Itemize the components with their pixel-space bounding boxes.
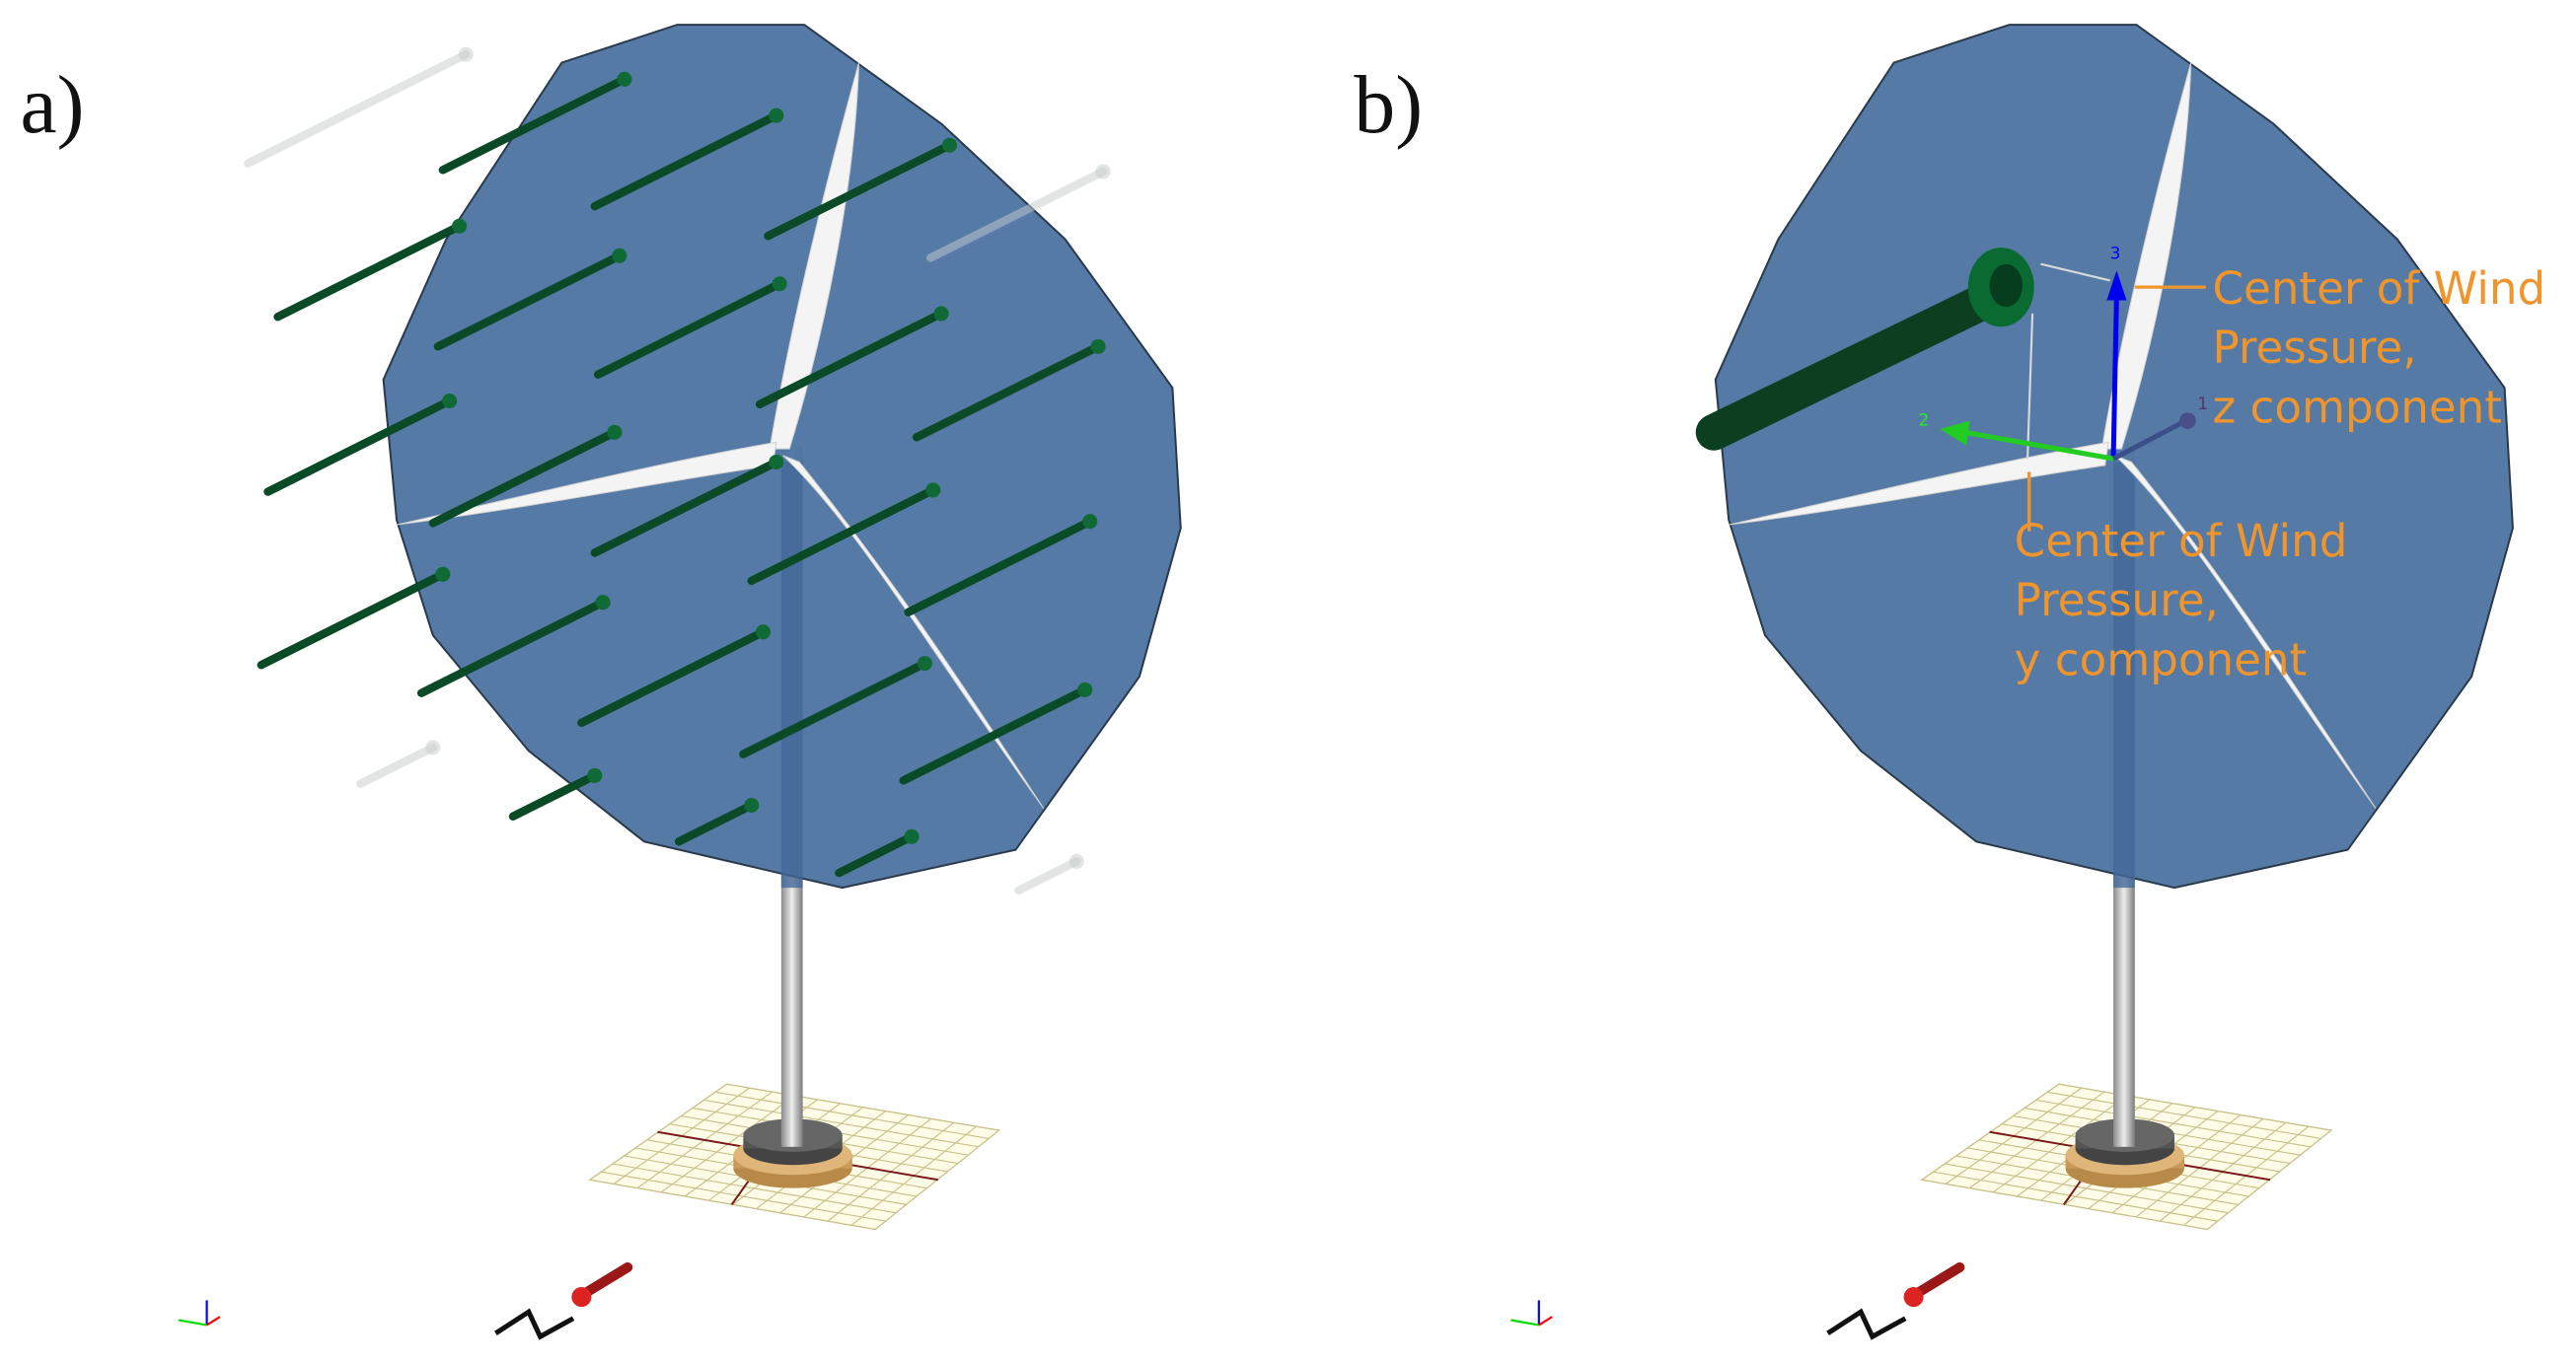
wind-load-arrow (590, 110, 781, 211)
arrow-head (1082, 514, 1098, 530)
arrow-head (917, 656, 932, 672)
wind-load-arrow (590, 458, 781, 557)
arrow-head (904, 828, 920, 844)
annotation-y-line3: y component (2015, 633, 2308, 685)
triad-icon (1510, 1300, 1553, 1327)
annotation-z-line3: z component (2212, 381, 2502, 433)
wind-load-arrow (755, 309, 946, 409)
wind-load-arrow (438, 75, 629, 175)
wind-load-arrow (835, 832, 917, 878)
wind-load-arrow (356, 743, 438, 788)
arrow-head (458, 46, 474, 62)
wind-load-arrow (764, 141, 954, 241)
wind-load-arrow (433, 251, 625, 351)
arrow-head (769, 108, 784, 123)
axis-1-label: 1 (2197, 394, 2208, 413)
panel-label-a: a) (21, 59, 85, 151)
arrow-head (1077, 682, 1093, 697)
arrow-head (617, 71, 632, 87)
arrow-head (1095, 164, 1111, 179)
annotation-y-line1: Center of Wind (2015, 515, 2348, 567)
arrow-head (587, 767, 603, 783)
wind-load-arrows (244, 46, 1111, 896)
wind-load-arrow (593, 279, 784, 379)
wind-load-arrow (674, 801, 756, 846)
arrow-head (755, 624, 771, 640)
arrow-head (607, 424, 623, 440)
panel-a: a) (21, 24, 1182, 1340)
arrow-head (772, 276, 787, 292)
arrow-head (933, 306, 949, 322)
annotation-z-line1: Center of Wind (2212, 262, 2545, 315)
arrow-head (612, 248, 627, 263)
arrow-head (435, 566, 451, 582)
wind-load-arrow (899, 685, 1089, 785)
wind-direction-icon (1826, 1261, 1965, 1340)
panel-b: b) 3 2 1 Center of Wind Pressure, z (1354, 24, 2545, 1340)
panel-label-b: b) (1354, 59, 1423, 151)
arrow-head (1090, 338, 1106, 354)
annotation-z: Center of Wind Pressure, z component (2134, 262, 2545, 433)
wind-direction-icon (494, 1261, 633, 1340)
arrow-head (452, 218, 468, 234)
wind-load-arrow (263, 396, 454, 496)
wind-load-arrow (904, 517, 1094, 616)
annotation-z-line2: Pressure, (2212, 322, 2416, 374)
wind-load-arrow (747, 485, 937, 586)
axis-3-label: 3 (2110, 244, 2121, 263)
triad-icon (178, 1300, 221, 1327)
arrow-head (769, 454, 784, 470)
wind-load-arrow (739, 659, 929, 758)
axis-2-label: 2 (1919, 410, 1930, 430)
arrow-head (442, 394, 458, 409)
wind-load-arrow (912, 342, 1103, 442)
coordinate-axes: 3 2 1 (1919, 244, 2208, 462)
wind-load-arrow (1014, 857, 1081, 896)
wind-load-arrow (257, 570, 448, 670)
arrow-head (744, 797, 760, 814)
arrow-head (1068, 853, 1084, 869)
arrow-head (425, 740, 441, 755)
wind-load-arrow (508, 771, 599, 821)
wind-load-arrow (926, 167, 1108, 262)
wind-load-arrow (577, 627, 768, 728)
wind-load-arrow (416, 598, 608, 697)
annotation-y: Center of Wind Pressure, y component (2015, 471, 2348, 685)
arrow-head (925, 482, 941, 498)
arrow-head (595, 595, 611, 610)
wind-load-arrow (273, 222, 464, 322)
arrow-head (941, 137, 958, 153)
projection-lines (2025, 262, 2110, 460)
wind-load-arrow (428, 428, 620, 528)
resultant-wind-load-arrow (1695, 247, 2034, 451)
wind-load-arrow (244, 50, 471, 168)
annotation-y-line2: Pressure, (2015, 574, 2219, 626)
